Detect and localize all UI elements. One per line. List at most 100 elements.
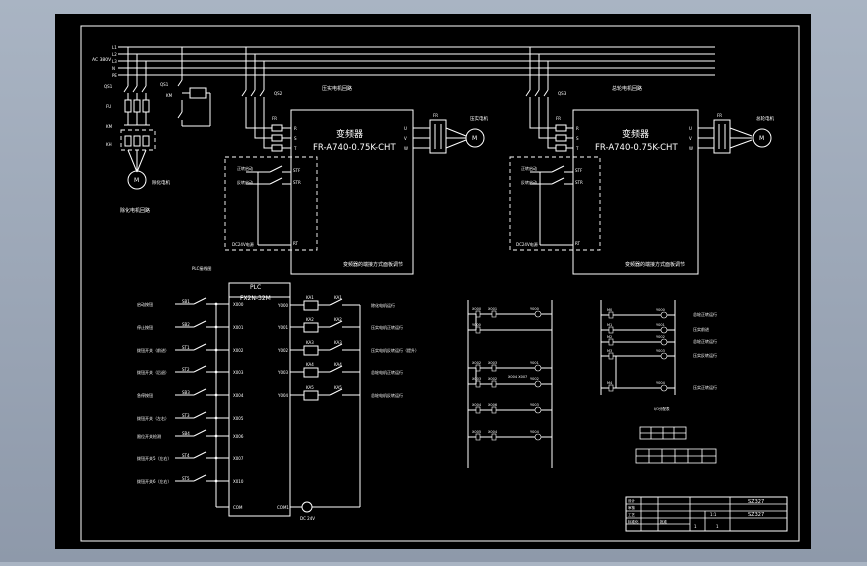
plc-input-addr: X000 (233, 302, 244, 307)
relay-coil-label: KA1 (306, 295, 314, 300)
vfd1-box (290, 109, 414, 275)
phase-label-l3: L3 (112, 59, 117, 64)
plc-input-tag: ST2 (182, 367, 190, 372)
power-bus: AC 380V L1 L2 L3 N PE (92, 45, 715, 78)
plc-input-addr: X006 (233, 434, 244, 439)
vfd2-term-str: STR (575, 180, 583, 185)
plc-model: FX2N-32M (240, 295, 271, 302)
vfd1-common: DC24V电源 (232, 241, 254, 247)
vfd1-title: 变频器 (336, 128, 363, 140)
km-coil-label: KM (166, 93, 173, 98)
ladder-contact-label: X006 (488, 403, 497, 407)
ladder-contact (491, 364, 497, 372)
ladder-coil-label: Y001 (656, 323, 665, 327)
plc-input-tag: SB2 (182, 322, 190, 327)
vfd2-out-u: U (689, 126, 692, 131)
motor1-branch: QS1 FU KM KH M 除化电机 除化电机回路 (104, 47, 170, 214)
plc-input-addr: X001 (233, 325, 244, 330)
plc-input-label: 停止按钮 (137, 324, 153, 330)
ladder-contact-label: X001 (488, 307, 497, 311)
plc-input-label: 拨钮开关5（左右） (137, 455, 172, 461)
qs-ctrl-label: QS1 (160, 82, 169, 87)
plc-input-tag: SB4 (182, 431, 190, 436)
ladder-coil (534, 364, 542, 372)
plc-input-tag: ST3 (182, 413, 190, 418)
plc-input-addr: X007 (233, 456, 244, 461)
ladder-coil-label: Y003 (656, 349, 665, 353)
vfd1-sw-rev: 反转启动 (237, 179, 253, 185)
ladder-coil-label: Y000 (656, 308, 665, 312)
plc-output-label: 除化电机运行 (371, 302, 395, 308)
plc-input-tag: SB3 (182, 390, 190, 395)
vfd1-out-v: V (404, 136, 407, 141)
plc-input-label: 拨钮开关（左右） (137, 415, 169, 421)
vfd1-out-w: W (404, 146, 408, 151)
plc-input-addr: X004 (233, 393, 244, 398)
qs2-label: QS2 (274, 91, 283, 96)
vfd1-in-t: T (293, 146, 297, 151)
vfd2-out-v: V (689, 136, 692, 141)
tb-cell-approve: 批准 (660, 519, 668, 524)
vfd1-term-str: STR (293, 180, 301, 185)
tb-cell-standard: 标准化 (628, 519, 639, 524)
phase-label-l1: L1 (112, 45, 117, 50)
ladder-rung-label: 压实前进 (693, 326, 709, 332)
vfd2-out-w: W (689, 146, 693, 151)
plc-input-list: 启动按钮SB1X000停止按钮SB2X001拨钮开关（前进）ST1X002拨钮开… (137, 297, 244, 484)
plc-com-in: COM (233, 505, 243, 510)
ladder-coil (660, 338, 668, 346)
ladder-coil-label: Y004 (530, 430, 540, 434)
ladder-contact-label: M3 (607, 349, 612, 353)
ladder-contact (491, 406, 497, 414)
ladder-contact (491, 380, 497, 388)
vfd2-sw-rev: 反转启动 (521, 179, 537, 185)
relay-contact-label: KA3 (334, 340, 342, 345)
vfd1-term-stf: STF (293, 168, 301, 173)
ladder-contact (491, 310, 497, 318)
ladder-contact-label: M0 (607, 308, 612, 312)
vfd2-motor-label: 总轮电机 (756, 115, 774, 122)
motor1-control: QS1 KM (160, 47, 211, 127)
plc-input-label: 急停按钮 (137, 392, 153, 398)
drawing-sheet (55, 14, 811, 549)
ladder-contact-label: M1 (607, 323, 612, 327)
vfd2-section: 总轮电机回路 QS3 FR 变频器 FR-A740-0.75K-CHT R S … (509, 47, 774, 275)
vfd2-box (572, 109, 699, 275)
ladder-contact-label: X004 (488, 430, 498, 434)
plc-output-label: 压实电机正转运行 (371, 324, 403, 330)
plc-output-label: 总轮电机反转运行 (371, 392, 403, 398)
plc-input-label: 拨钮开关（前进） (137, 347, 169, 353)
vfd1-motor-symbol (465, 128, 485, 148)
vfd2-in-s: S (576, 136, 579, 141)
drawing-sheet-count: 1 (716, 524, 719, 529)
relay-contact-label: KA4 (334, 362, 342, 367)
kh-label: KH (106, 142, 112, 147)
qs1-label: QS1 (104, 84, 113, 89)
supply-label: AC 380V (92, 57, 112, 63)
vfd2-model: FR-A740-0.75K-CHT (595, 143, 678, 153)
vfd1-section: 压实电机回路 QS2 FR 变频器 FR-A740-0.75K-CHT R S … (224, 47, 488, 275)
ladder-contact-label: X003 (488, 361, 497, 365)
plc-output-addr: Y000 (277, 303, 289, 308)
ladder-coil (660, 311, 668, 319)
vfd1-model: FR-A740-0.75K-CHT (313, 143, 396, 153)
plc-supply-label: DC 24V (300, 516, 315, 521)
vfd2-sw-fwd: 正转启动 (521, 165, 537, 171)
ladder-coil-label: Y003 (530, 403, 539, 407)
plc-output-addr: Y004 (277, 393, 289, 398)
ladder-contact-label: X004 (472, 403, 482, 407)
